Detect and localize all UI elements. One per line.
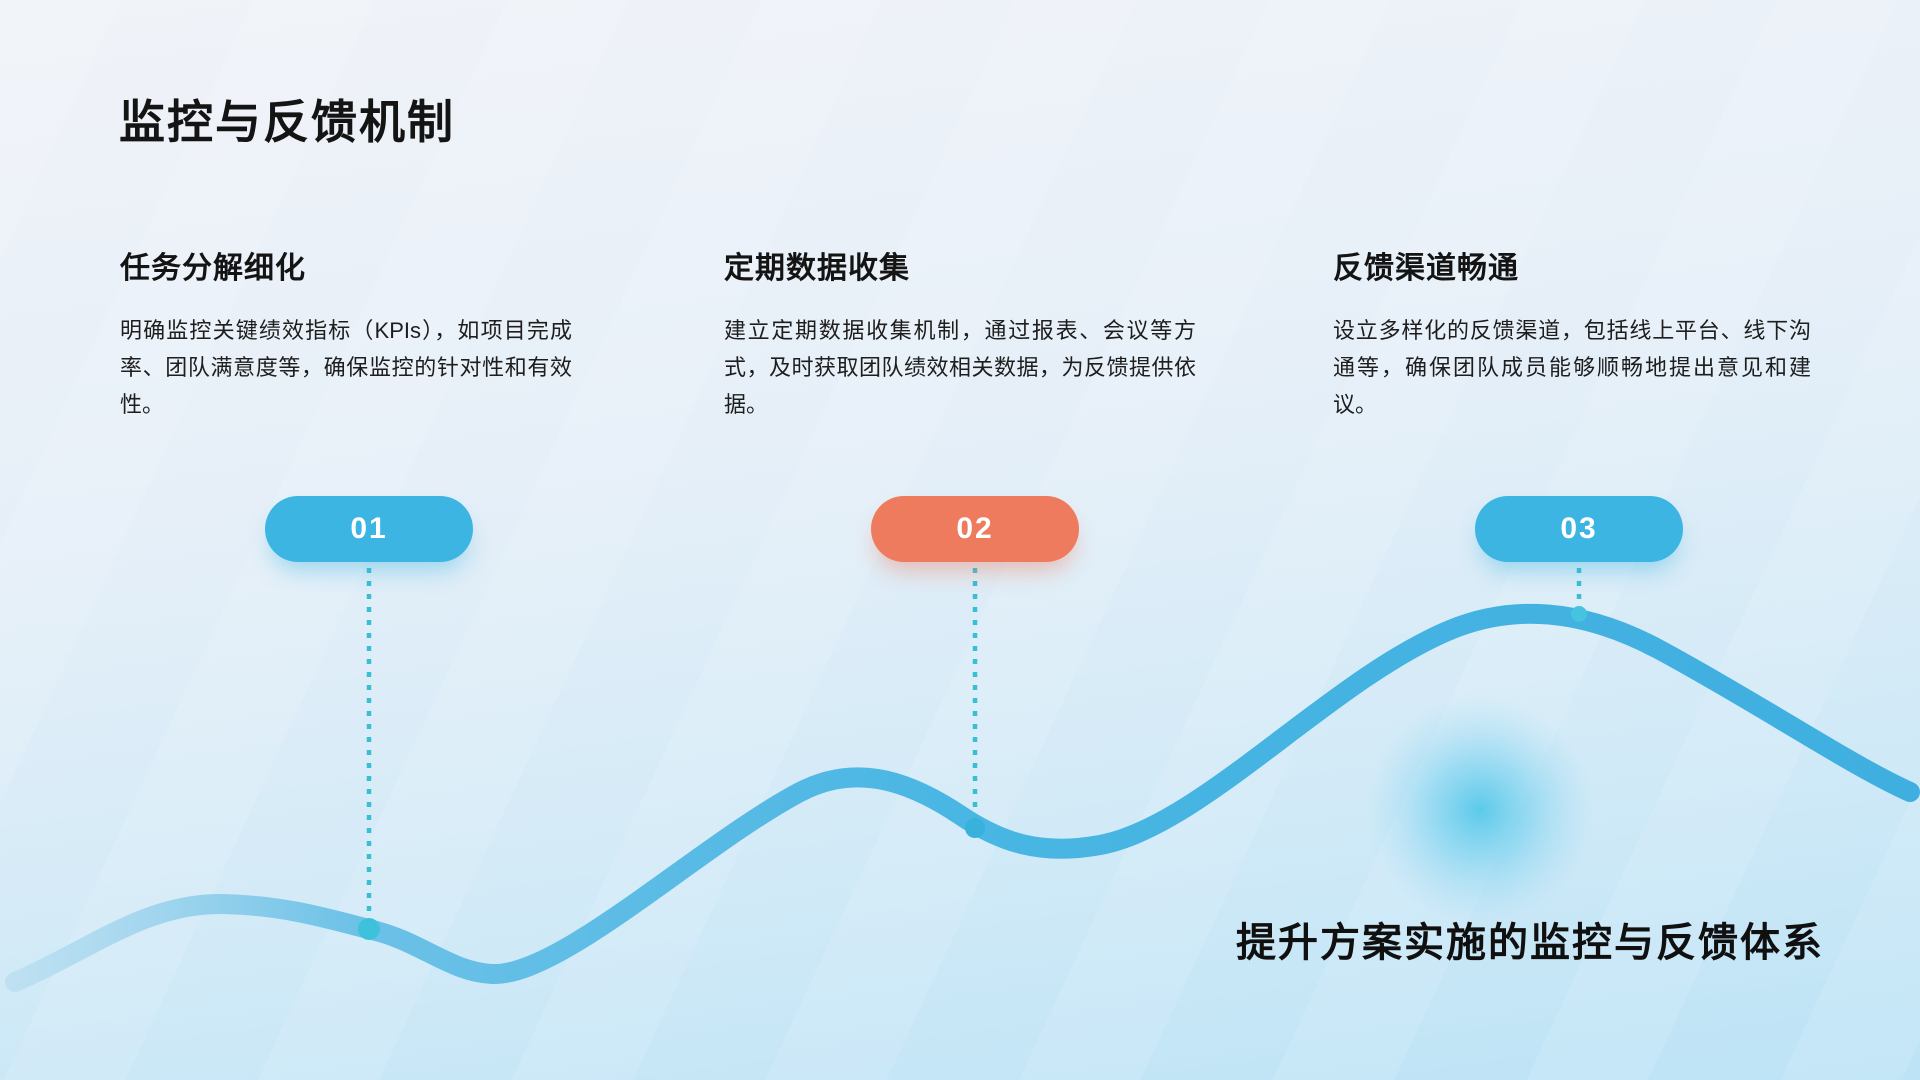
step-pill-3: 03: [1475, 496, 1683, 562]
slide-tagline: 提升方案实施的监控与反馈体系: [1236, 921, 1824, 965]
curve-dot-2: [965, 818, 985, 838]
pill-number-2: 02: [956, 512, 994, 545]
step-body-2: 建立定期数据收集机制，通过报表、会议等方式，及时获取团队绩效相关数据，为反馈提供…: [724, 318, 1196, 417]
curve-dot-1: [358, 918, 380, 940]
step-column-2: 定期数据收集 建立定期数据收集机制，通过报表、会议等方式，及时获取团队绩效相关数…: [724, 243, 1196, 423]
step-heading-2: 定期数据收集: [724, 252, 910, 285]
timeline-curve: [5, 603, 1920, 992]
step-pill-2: 02: [871, 496, 1079, 562]
step-column-1: 任务分解细化 明确监控关键绩效指标（KPIs），如项目完成率、团队满意度等，确保…: [120, 243, 572, 423]
step-body-3: 设立多样化的反馈渠道，包括线上平台、线下沟通等，确保团队成员能够顺畅地提出意见和…: [1333, 318, 1811, 417]
curve-dot-3: [1571, 606, 1587, 622]
step-pill-1: 01: [265, 496, 473, 562]
step-heading-1: 任务分解细化: [120, 252, 306, 285]
glow-blob: [1365, 695, 1595, 925]
pill-number-1: 01: [350, 512, 388, 545]
step-heading-3: 反馈渠道畅通: [1333, 252, 1519, 285]
step-column-3: 反馈渠道畅通 设立多样化的反馈渠道，包括线上平台、线下沟通等，确保团队成员能够顺…: [1333, 243, 1811, 423]
pill-number-3: 03: [1560, 512, 1598, 545]
step-body-1: 明确监控关键绩效指标（KPIs），如项目完成率、团队满意度等，确保监控的针对性和…: [120, 318, 572, 417]
slide-title: 监控与反馈机制: [119, 96, 455, 148]
